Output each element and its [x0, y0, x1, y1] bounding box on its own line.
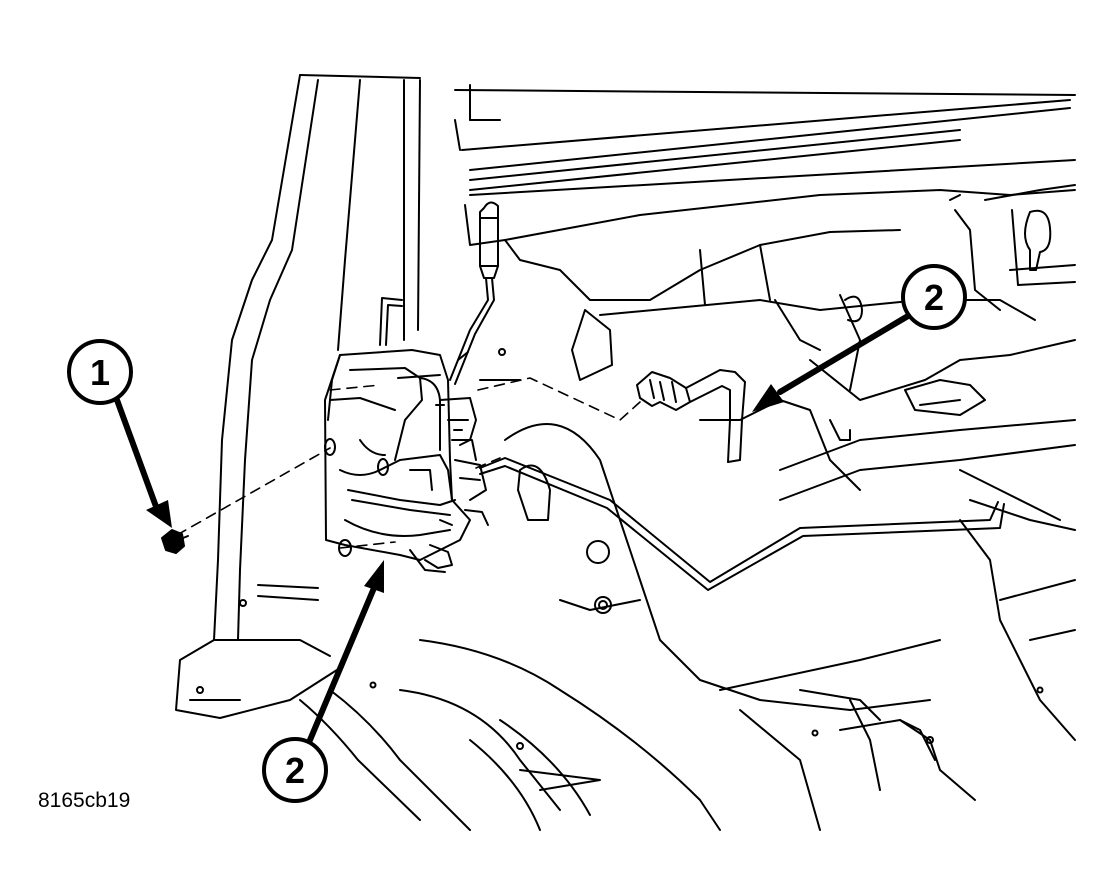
- callout-1-label: 1: [90, 352, 110, 393]
- callout-leaders: [114, 313, 911, 743]
- electrical-connector: [636, 369, 746, 463]
- inside-lock-rod: [449, 201, 499, 385]
- latch-bolt: [161, 529, 189, 554]
- callout-2b-label: 2: [285, 750, 305, 791]
- latch-linkage-rod: [479, 457, 1005, 591]
- outside-lock-rod: [379, 297, 403, 346]
- callout-2b-arrowhead: [364, 560, 384, 593]
- callout-2a-arrowhead: [752, 384, 784, 412]
- door-sill-outline: [299, 639, 721, 831]
- figure-id-code: 8165cb19: [38, 789, 131, 812]
- callout-2b: 2: [262, 737, 328, 803]
- inner-door-panel: [454, 84, 1076, 741]
- door-pillar-outline: [175, 74, 421, 719]
- installation-lines: [176, 377, 641, 549]
- callout-2a-label: 2: [924, 277, 944, 318]
- callout-1: 1: [67, 339, 133, 405]
- callout-1-arrowhead: [146, 500, 172, 528]
- door-latch-assembly: [324, 349, 489, 573]
- callout-2a: 2: [901, 264, 967, 330]
- door-inner-shell: [479, 348, 976, 831]
